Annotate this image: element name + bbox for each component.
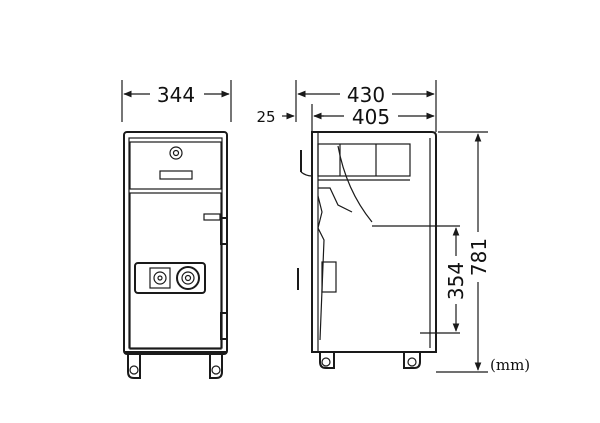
deposit-chute: [337, 145, 373, 223]
front-feet: [127, 354, 223, 379]
front-body-outline: [123, 131, 228, 355]
lock-panel: [134, 262, 206, 294]
side-lock-box: [321, 261, 337, 293]
front-width-dimension: 344: [121, 80, 232, 122]
hinge-upper: [220, 217, 228, 245]
front-door: [129, 192, 222, 350]
unit-label: (mm): [490, 356, 530, 374]
side-depth-dimensions: 430 405 25: [256, 80, 437, 132]
side-depth-total-label: 430: [347, 83, 385, 107]
hinge-lower: [220, 312, 228, 340]
total-height-label: 781: [467, 238, 491, 276]
side-view: 430 405 25: [256, 80, 460, 369]
front-view: 344: [121, 80, 232, 379]
dial-lock: [176, 266, 200, 290]
front-width-label: 344: [157, 83, 195, 107]
drawer-key-lock: [169, 146, 183, 160]
height-dimensions: 781 354: [436, 131, 491, 373]
side-body-outline: [311, 131, 437, 353]
side-depth-body-label: 405: [352, 105, 390, 129]
side-feet: [319, 352, 421, 369]
inner-height-label: 354: [444, 262, 468, 300]
key-lock: [149, 267, 171, 289]
front-body-inner: [128, 137, 223, 349]
drawer-panel: [129, 141, 222, 190]
side-handle-offset-label: 25: [256, 108, 275, 126]
deposit-slot: [159, 170, 193, 180]
side-drawer: [317, 143, 411, 177]
